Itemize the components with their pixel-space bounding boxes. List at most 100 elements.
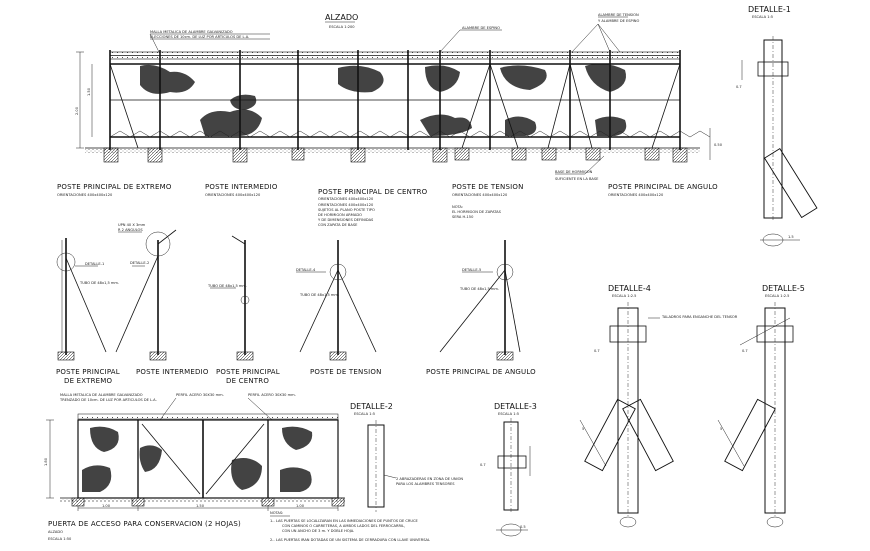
- detalle1-scale: ESCALA 1:5: [752, 15, 773, 19]
- dim-height-total: 2.00: [75, 106, 79, 115]
- gate-perfil-right: PERFIL ACERO 30X30 mm.: [248, 393, 296, 397]
- label-poste-centro: POSTE PRINCIPAL DE CENTRO: [318, 188, 428, 196]
- d5-dim-a: 0.7: [742, 349, 748, 353]
- centro-note-1: ORIENTACIONES 400x400x120: [318, 203, 374, 207]
- alzado-foundations: [85, 147, 700, 163]
- general-notes: NOTAS: 1.- LAS PUERTAS SE LOCALIZARAN EN…: [270, 511, 430, 542]
- centro-note-2: SUJETOS AL PLANO POSTE TIPO: [318, 208, 375, 212]
- post-view-intermedio: UPN 40 X 3mm R 2 ANGULOS DETALLE-2: [115, 223, 177, 361]
- note-malla: MALLA METALICA DE ALAMBRE GALVANIZADO: [150, 30, 233, 34]
- alzado-dimensions: 2.00 1.50 0.50: [75, 51, 723, 160]
- d3-dim-a: 0.7: [480, 463, 486, 467]
- callout-upn: UPN 40 X 3mm: [118, 223, 146, 227]
- d4-dim-a: 0.7: [594, 349, 600, 353]
- detalle5-title: DETALLE-5: [762, 284, 805, 293]
- callout-detalle4-a: DETALLE-4: [296, 268, 316, 272]
- gate-note-malla-dim: TRENZADO DE 10cm. DE LUZ POR ARTICULOS D…: [59, 398, 157, 402]
- label-poste-intermedio: POSTE INTERMEDIO: [205, 183, 278, 191]
- d4-note: TALADROS PARA ENGANCHE DEL TENSOR: [661, 315, 738, 319]
- gate-title: PUERTA DE ACCESO PARA CONSERVACION (2 HO…: [48, 520, 241, 528]
- d1-dim-b: 1.5: [788, 235, 794, 239]
- note-base: BASE DE HORMIGON: [555, 170, 593, 174]
- label-poste-tension-sub: ORIENTACIONES 400x400x120: [452, 193, 508, 197]
- d5-dim: 5: [720, 427, 722, 431]
- callout-upn2: R 2 ANGULOS: [118, 228, 143, 232]
- gate-dim-right: 1.00: [296, 504, 305, 508]
- note-1a: 1.- LAS PUERTAS SE LOCALIZARAN EN LAS IN…: [270, 519, 419, 523]
- label-poste-angulo-sub: ORIENTACIONES 400x400x120: [608, 193, 664, 197]
- callout-tubo-4: TUBO DE 48x1,5 mm.: [459, 287, 499, 291]
- dim-base: 0.50: [714, 143, 723, 147]
- post-view-centro: TUBO DE 48x1,5 mm.: [207, 235, 254, 361]
- centro-note-5: CON ZAPATA DE BASE: [318, 223, 358, 227]
- post-view-angulo: DETALLE-5 TUBO DE 48x1,5 mm.: [439, 240, 521, 361]
- note-base-sub: SUFICIENTE EN LA BASE: [555, 177, 599, 181]
- label-poste-centro-sub: ORIENTACIONES 400x400x120: [318, 197, 374, 201]
- detalle4-section: [619, 516, 784, 528]
- d2-note-2: PARA LOS ALAMBRES TENSORES: [396, 482, 455, 486]
- detalle5-scale: ESCALA 1:2.5: [765, 294, 789, 298]
- d3-dim-c: 0.5: [520, 525, 526, 529]
- detalle-3: DETALLE-3 ESCALA 1:5 0.7 0.5: [480, 402, 537, 537]
- note-alambre-espino: ALAMBRE DE ESPINO: [462, 26, 500, 30]
- alzado-elevation: ALZADO ESCALA 1:200: [75, 13, 723, 181]
- mid-label-tension: POSTE DE TENSION: [310, 368, 382, 376]
- tension-note-2: EL HORMIGON DE ZAPATAS: [452, 210, 502, 214]
- post-labels-top: POSTE PRINCIPAL DE EXTREMO ORIENTACIONES…: [57, 183, 718, 227]
- note-soporte: Y ALAMBRE DE ESPINO: [598, 19, 639, 23]
- detalle3-scale: ESCALA 1:5: [498, 412, 519, 416]
- gate-dim-left: 1.00: [102, 504, 111, 508]
- detalle2-title: DETALLE-2: [350, 402, 393, 411]
- centro-note-4: Y DE DIMENSIONES DEFINIDAS: [318, 218, 374, 222]
- alzado-title: ALZADO: [325, 13, 358, 22]
- note-2: 2.- LAS PUERTAS IRAN DOTADAS DE UN SISTE…: [270, 538, 430, 542]
- detalle-4: DETALLE-4 ESCALA 1:2.5 5 0.7 TALADROS PA…: [579, 284, 738, 518]
- callout-detalle2: DETALLE-2: [130, 261, 149, 265]
- mid-label-centro-2: DE CENTRO: [226, 377, 269, 385]
- detalle-1: DETALLE-1 ESCALA 1:5 0.7 1.5: [736, 5, 818, 247]
- mid-label-angulo: POSTE PRINCIPAL DE ANGULO: [426, 368, 536, 376]
- gate-elevation: MALLA METALICA DE ALAMBRE GALVANIZADO TR…: [44, 393, 345, 541]
- callout-tubo-3: TUBO DE 48x1,5 mm.: [299, 293, 339, 297]
- gate-note-malla: MALLA METALICA DE ALAMBRE GALVANIZADO: [60, 393, 143, 397]
- notes-heading: NOTAS:: [270, 511, 283, 515]
- note-alambre-tension: ALAMBRE DE TENSION: [598, 13, 639, 17]
- detalle-5: DETALLE-5 ESCALA 1:2.5 5 0.7: [717, 284, 805, 518]
- detalle1-title: DETALLE-1: [748, 5, 791, 14]
- callout-detalle1-a: DETALLE-1: [85, 262, 104, 266]
- post-view-tension: DETALLE-4 TUBO DE 48x1,5 mm.: [296, 240, 377, 361]
- post-side-views: DETALLE-1 TUBO DE 48x1,5 mm. UPN 40 X 3m…: [56, 223, 521, 361]
- gate-sub-scale: ESCALA 1:50: [48, 537, 72, 541]
- gate-sub-alzado: ALZADO: [48, 530, 63, 534]
- alzado-scale: ESCALA 1:200: [329, 25, 355, 29]
- mid-label-intermedio: POSTE INTERMEDIO: [136, 368, 209, 376]
- label-poste-tension: POSTE DE TENSION: [452, 183, 524, 191]
- label-poste-intermedio-sub: ORIENTACIONES 400x400x120: [205, 193, 261, 197]
- detalle4-title: DETALLE-4: [608, 284, 651, 293]
- detalle4-scale: ESCALA 1:2.5: [612, 294, 636, 298]
- detalle2-scale: ESCALA 1:5: [354, 412, 375, 416]
- mid-label-extremo-1: POSTE PRINCIPAL: [56, 368, 120, 376]
- note-1b: CON CAMINOS O CARRETERAS, A AMBOS LADOS …: [282, 524, 405, 528]
- tension-note-3: SERA H-150: [452, 215, 474, 219]
- callout-tubo-2: TUBO DE 48x1,5 mm.: [207, 284, 247, 288]
- centro-note-3: DE HORMIGON ARMADO: [318, 213, 362, 217]
- label-poste-extremo: POSTE PRINCIPAL DE EXTREMO: [57, 183, 172, 191]
- detalle3-title: DETALLE-3: [494, 402, 537, 411]
- d4-dim: 5: [582, 427, 584, 431]
- label-poste-extremo-sub: ORIENTACIONES 400x400x120: [57, 193, 113, 197]
- label-poste-angulo: POSTE PRINCIPAL DE ANGULO: [608, 183, 718, 191]
- tension-note-1: NOTA:: [452, 205, 463, 209]
- dim-height-mid: 1.50: [87, 87, 91, 96]
- post-labels-mid: POSTE PRINCIPAL DE EXTREMO POSTE INTERME…: [56, 368, 536, 385]
- d2-note-1: 2 ABRAZADERAS EN ZONA DE UNION: [396, 477, 463, 481]
- alzado-posts: [109, 50, 681, 150]
- gate-dim-height: 1.80: [44, 457, 48, 466]
- callout-detalle5-a: DETALLE-5: [462, 268, 481, 272]
- mid-label-extremo-2: DE EXTREMO: [64, 377, 113, 385]
- gate-dim-mid: 1.50: [196, 504, 205, 508]
- alzado-callouts: MALLA METALICA DE ALAMBRE GALVANIZADO EL…: [149, 13, 639, 181]
- detalle-2: DETALLE-2 ESCALA 1:5 2 ABRAZADERAS EN ZO…: [350, 402, 463, 512]
- mid-label-centro-1: POSTE PRINCIPAL: [216, 368, 280, 376]
